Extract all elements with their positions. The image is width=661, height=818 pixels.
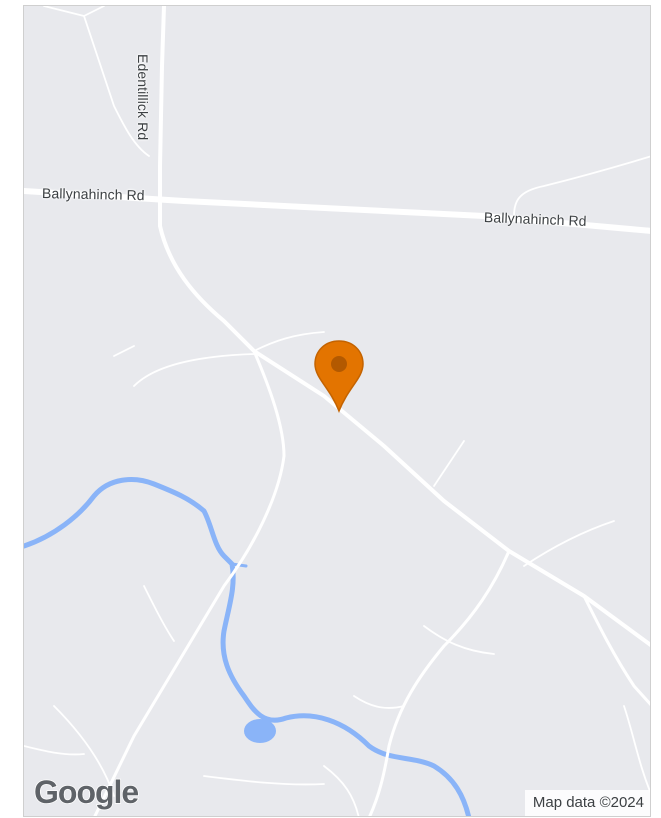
road-east <box>582 594 650 707</box>
map-attribution[interactable]: Map data ©2024 <box>524 790 650 816</box>
map-pin-body <box>314 340 364 414</box>
road-label-edentillick-text: Edentillick Rd <box>135 54 151 141</box>
roads <box>24 6 650 816</box>
map-view[interactable]: Ballynahinch Rd Ballynahinch Rd Edentill… <box>23 5 651 817</box>
road-label-edentillick: Edentillick Rd <box>134 54 151 141</box>
map-canvas[interactable] <box>24 6 651 817</box>
map-pin-icon[interactable] <box>312 338 366 414</box>
river-main <box>24 477 472 816</box>
river <box>24 477 472 816</box>
road-ballynahinch <box>24 188 650 234</box>
map-pin-dot <box>331 356 347 372</box>
pond <box>244 719 276 743</box>
road-label-ballynahinch-west: Ballynahinch Rd <box>41 185 145 204</box>
google-logo: Google <box>33 773 140 811</box>
road-south <box>93 349 286 816</box>
tracks <box>24 6 650 816</box>
road-edentillick <box>158 6 256 353</box>
road-southeast <box>368 549 511 816</box>
